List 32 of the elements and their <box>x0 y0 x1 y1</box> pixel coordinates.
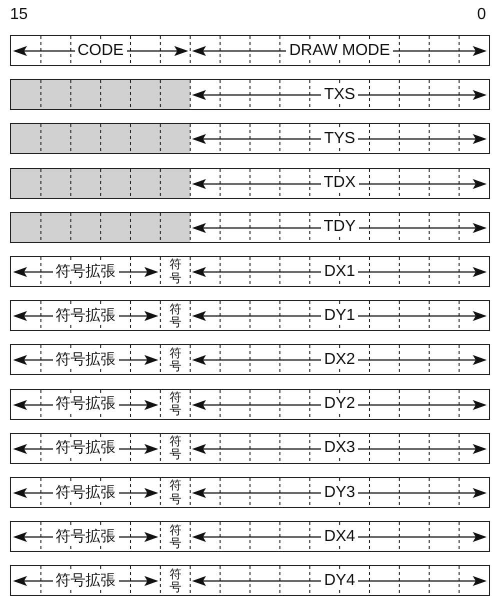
field-name: 符号拡張 <box>52 395 119 414</box>
field-name: 符号 <box>169 435 182 462</box>
field-name: DRAW MODE <box>286 42 393 60</box>
field-name: 符号拡張 <box>52 572 119 590</box>
field-name: 符号拡張 <box>52 439 119 458</box>
field-name: DX3 <box>321 439 358 458</box>
field-name: DX2 <box>321 350 358 369</box>
field-name: DY1 <box>321 306 358 325</box>
field-name: TYS <box>321 130 358 148</box>
bit-number: 15 <box>10 6 28 24</box>
field-name: DX1 <box>321 262 358 280</box>
field-name: DX4 <box>321 528 358 546</box>
field-name: 符号拡張 <box>52 528 119 546</box>
field-name: 符号 <box>169 524 182 550</box>
field-name: 符号拡張 <box>52 484 119 502</box>
field-name: 符号拡張 <box>52 350 119 369</box>
field-name: 符号拡張 <box>52 262 119 280</box>
field-name: TDY <box>320 218 359 236</box>
field-name: DY2 <box>321 395 358 414</box>
field-name: DY3 <box>321 484 358 502</box>
field-name: 符号 <box>169 479 182 506</box>
field-name: CODE <box>74 42 127 60</box>
field-name: 符号 <box>169 346 182 374</box>
bit-number: 0 <box>477 6 486 24</box>
field-name: 符号 <box>169 390 182 418</box>
field-name: TXS <box>321 86 358 104</box>
field-name: 符号拡張 <box>52 306 119 325</box>
field-name: DY4 <box>321 572 358 590</box>
field-name: TDX <box>320 174 359 192</box>
field-name: 符号 <box>169 302 182 329</box>
field-name: 符号 <box>169 568 182 594</box>
field-name: 符号 <box>169 258 182 285</box>
